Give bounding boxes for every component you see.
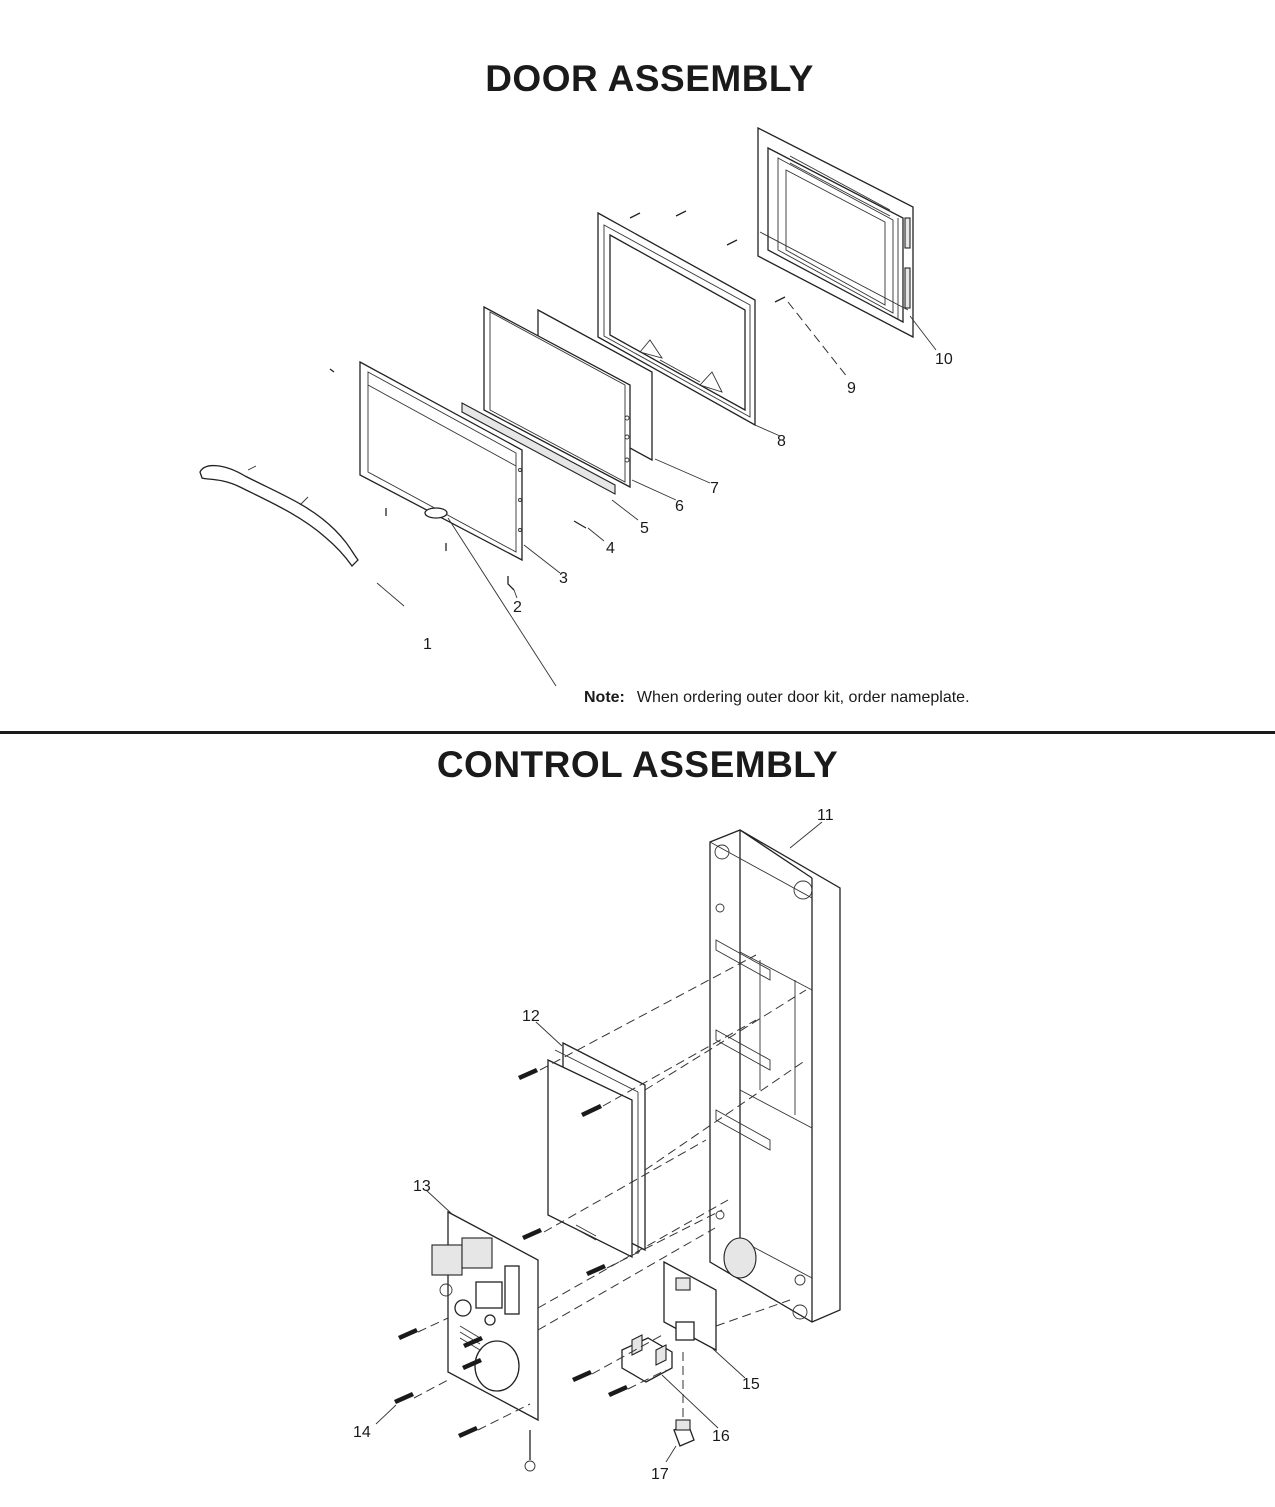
part-9-screws [629, 210, 786, 303]
part-2-screw [507, 576, 515, 591]
callout-5: 5 [640, 520, 649, 537]
part-13-main-pcb [431, 1210, 539, 1472]
door-assembly-drawing: 1 2 3 4 5 6 7 8 9 10 [199, 126, 953, 687]
callout-13: 13 [413, 1178, 431, 1195]
control-assembly-drawing: 11 12 13 14 15 16 17 [353, 807, 841, 1483]
part-11-control-housing [709, 829, 841, 1323]
callout-3: 3 [559, 570, 568, 587]
callout-15: 15 [742, 1376, 760, 1393]
part-17-connector [673, 1419, 695, 1447]
callout-11: 11 [817, 807, 834, 824]
section-divider [0, 731, 1275, 734]
callout-6: 6 [675, 498, 684, 515]
callout-7: 7 [710, 480, 719, 497]
part-1-handle [199, 465, 359, 568]
part-14-screws [394, 1068, 628, 1438]
callout-12: 12 [522, 1008, 540, 1025]
callout-2: 2 [513, 599, 522, 616]
door-assembly-title: DOOR ASSEMBLY [485, 58, 814, 99]
callout-10: 10 [935, 351, 953, 368]
ordering-note: Note: When ordering outer door kit, order… [584, 689, 970, 707]
callout-17: 17 [651, 1466, 669, 1483]
note-label: Note: [584, 689, 625, 706]
part-3-outer-panel [359, 360, 523, 562]
callout-16: 16 [712, 1428, 730, 1445]
note-text: When ordering outer door kit, order name… [636, 689, 970, 706]
part-4-clip [573, 520, 587, 529]
part-10-inner-frame [757, 126, 914, 339]
door-leader-lines [376, 301, 937, 687]
callout-4: 4 [606, 540, 615, 557]
part-15-small-pcb [663, 1260, 717, 1352]
control-assembly-title: CONTROL ASSEMBLY [436, 744, 839, 785]
part-5-strip [461, 402, 616, 495]
control-leader-lines [375, 821, 823, 1463]
part-12-control-panel [547, 1041, 646, 1259]
callout-14: 14 [353, 1424, 371, 1441]
part-6-choke-panel [483, 305, 631, 489]
callout-8: 8 [777, 433, 786, 450]
control-dashed-lines [413, 954, 807, 1431]
callout-9: 9 [847, 380, 856, 397]
callout-1: 1 [423, 636, 432, 653]
part-16-bracket [621, 1334, 673, 1383]
